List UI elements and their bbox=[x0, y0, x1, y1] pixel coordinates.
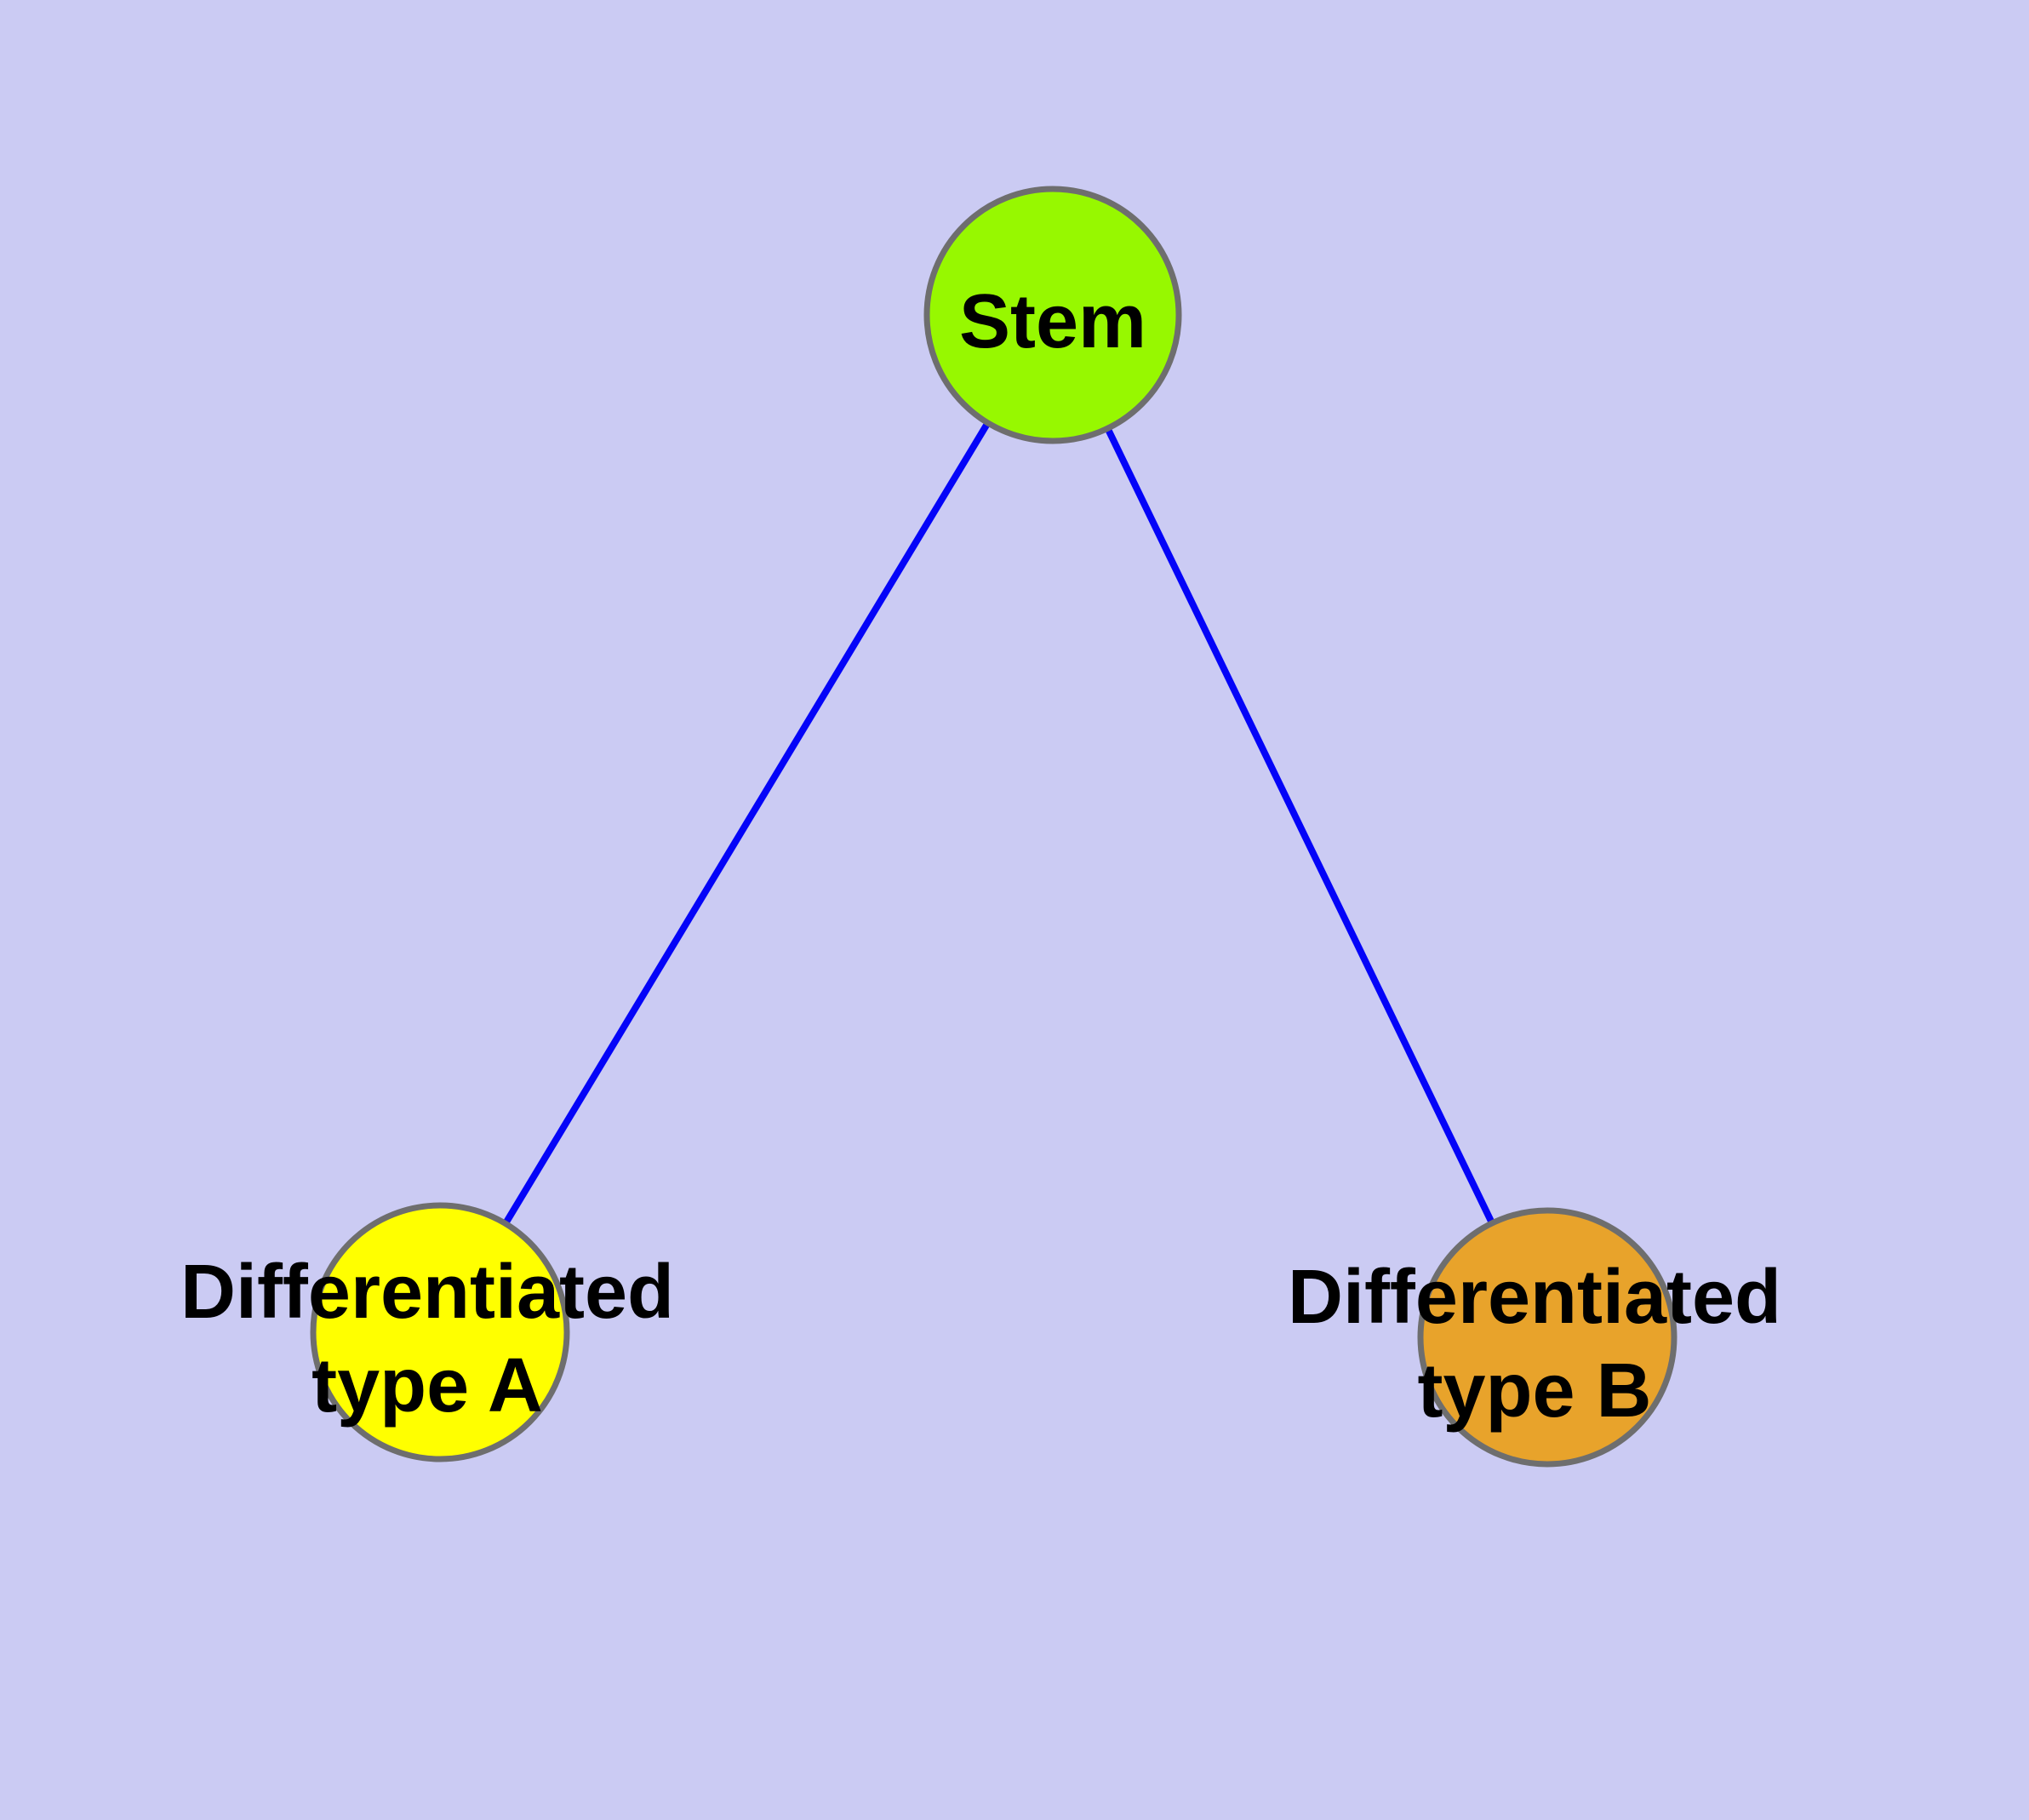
edge-stem-to-type-a bbox=[437, 312, 1056, 1335]
type-b-node bbox=[1417, 1207, 1677, 1468]
type-b-node-label-line1: Differentiated bbox=[1288, 1255, 1781, 1340]
stem-node bbox=[923, 186, 1182, 444]
edge-stem-to-type-b bbox=[1049, 313, 1551, 1339]
type-b-node-label-line2: type B bbox=[1417, 1348, 1651, 1434]
type-a-node-label-line1: Differentiated bbox=[180, 1250, 674, 1335]
stem-node-label: Stem bbox=[959, 279, 1146, 364]
type-a-node-label-line2: type A bbox=[311, 1343, 543, 1428]
type-a-node bbox=[310, 1202, 570, 1462]
